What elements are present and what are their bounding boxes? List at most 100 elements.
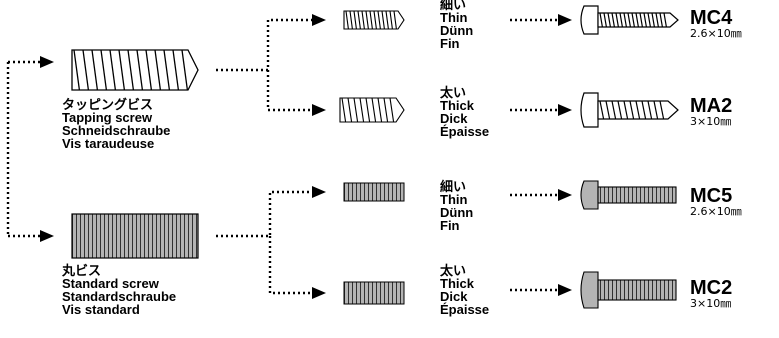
thread-line: [82, 49, 90, 91]
thread-line: [172, 49, 180, 91]
thread-line: [127, 49, 135, 91]
thread-line: [381, 10, 385, 30]
thin-standard-screw-icon: [343, 182, 405, 202]
thread-line: [163, 49, 171, 91]
code-text: MC4: [690, 7, 733, 29]
thread-line: [369, 10, 373, 30]
label-fr: Fin: [440, 36, 460, 51]
thick-standard-screw-icon: [343, 281, 405, 305]
arrow-head: [40, 56, 54, 68]
thread-line: [631, 12, 635, 28]
thread-line: [345, 10, 349, 30]
thread-line: [154, 49, 162, 91]
thread-line: [100, 49, 108, 91]
arrow-head: [558, 284, 572, 296]
label-jp: 太い: [440, 263, 467, 278]
thread-line: [353, 97, 359, 123]
thread-line: [651, 12, 655, 28]
thread-line: [639, 12, 643, 28]
variant-thin-label: 細い Thin Dünn Fin: [440, 0, 473, 50]
label-jp: 細い: [440, 0, 467, 12]
thread-line: [73, 49, 81, 91]
thread-line: [393, 10, 397, 30]
thread-line: [383, 97, 389, 123]
tapping-screw-icon: [71, 49, 199, 91]
thread-line: [655, 12, 659, 28]
variant-thick-label: 太い Thick Dick Épaisse: [440, 86, 489, 138]
standard-screw-icon: [71, 213, 199, 259]
mc2-screw-icon: [580, 271, 677, 309]
label-de: Dick: [440, 289, 468, 304]
size-text: 2.6×10㎜: [690, 27, 742, 40]
label-en: Thick: [440, 98, 474, 113]
thread-line: [615, 12, 619, 28]
product-code-mc2: MC2 3×10㎜: [690, 278, 732, 310]
thread-line: [617, 100, 623, 120]
thread-line: [647, 12, 651, 28]
thread-line: [377, 97, 383, 123]
thread-line: [659, 100, 665, 120]
code-text: MC2: [690, 277, 733, 299]
thread-line: [599, 12, 603, 28]
label-en: Thin: [440, 192, 468, 207]
thread-line: [599, 100, 605, 120]
thread-line: [349, 10, 353, 30]
thread-line: [353, 10, 357, 30]
thread-line: [365, 97, 371, 123]
thread-line: [109, 49, 117, 91]
mc4-screw-icon: [580, 5, 679, 35]
arrow-head: [312, 14, 326, 26]
product-code-ma2: MA2 3×10㎜: [690, 96, 732, 128]
mc5-screw-icon: [580, 180, 677, 210]
tapping-screw-label: タッピングビス Tapping screw Schneidschraube Vi…: [62, 98, 170, 150]
arrow-head: [558, 14, 572, 26]
thread-line: [605, 100, 611, 120]
thread-line: [341, 97, 347, 123]
label-de: Dünn: [440, 23, 474, 38]
thread-line: [607, 12, 611, 28]
label-de: Dünn: [440, 205, 474, 220]
thread-line: [365, 10, 369, 30]
thread-line: [663, 12, 667, 28]
thread-line: [347, 97, 353, 123]
label-en: Tapping screw: [62, 110, 153, 125]
label-fr: Fin: [440, 218, 460, 233]
thread-line: [627, 12, 631, 28]
root-connector: [6, 60, 40, 238]
thread-marks: [73, 49, 189, 91]
thread-line: [361, 10, 365, 30]
thread-line: [641, 100, 647, 120]
thread-line: [611, 100, 617, 120]
thread-line: [136, 49, 144, 91]
thread-line: [653, 100, 659, 120]
label-de: Dick: [440, 111, 468, 126]
ma2-screw-icon: [580, 92, 679, 128]
thread-line: [359, 97, 365, 123]
thread-line: [373, 10, 377, 30]
label-fr: Vis standard: [62, 302, 140, 317]
standard-split-connector: [216, 190, 312, 295]
label-en: Standard screw: [62, 276, 159, 291]
thread-line: [118, 49, 126, 91]
thread-line: [145, 49, 153, 91]
thread-line: [371, 97, 377, 123]
thread-line: [377, 10, 381, 30]
thread-line: [389, 97, 395, 123]
thread-line: [603, 12, 607, 28]
label-jp: 丸ビス: [62, 263, 102, 278]
code-text: MA2: [690, 95, 733, 117]
thread-line: [91, 49, 99, 91]
tapping-split-connector: [216, 18, 312, 112]
label-jp: タッピングビス: [62, 97, 154, 112]
thread-line: [623, 100, 629, 120]
label-en: Thick: [440, 276, 474, 291]
arrow-head: [312, 104, 326, 116]
product-code-mc5: MC5 2.6×10㎜: [690, 186, 742, 218]
label-en: Thin: [440, 10, 468, 25]
thread-line: [647, 100, 653, 120]
arrow-head: [312, 287, 326, 299]
thread-line: [629, 100, 635, 120]
product-code-mc4: MC4 2.6×10㎜: [690, 8, 742, 40]
